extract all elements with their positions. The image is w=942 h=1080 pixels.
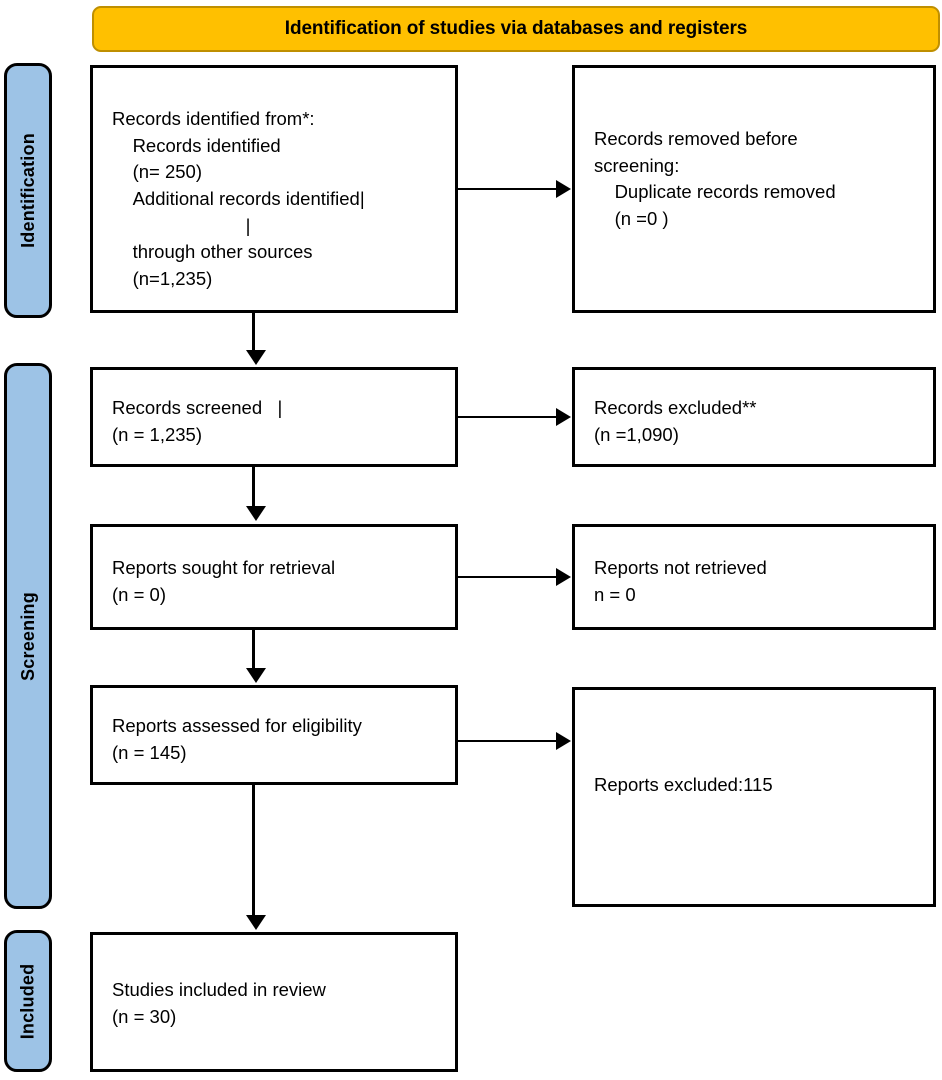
diagram-header-banner: Identification of studies via databases … xyxy=(92,6,940,52)
stage-tab-identification: Identification xyxy=(4,63,52,318)
connector-assessed-to-excluded-reports xyxy=(458,740,558,742)
box-studies-included: Studies included in review (n = 30) xyxy=(90,932,458,1072)
box-reports-not-retrieved: Reports not retrieved n = 0 xyxy=(572,524,936,630)
box-reports-sought-text: Reports sought for retrieval (n = 0) xyxy=(112,557,336,605)
connector-sought-to-not-retrieved xyxy=(458,576,558,578)
arrow-down-icon xyxy=(246,668,266,683)
connector-sought-to-assessed xyxy=(252,630,255,670)
removed-line4: (n =0 ) xyxy=(594,207,669,229)
box-records-screened-text: Records screened | (n = 1,235) xyxy=(112,397,283,445)
stage-tab-screening: Screening xyxy=(4,363,52,909)
arrow-down-icon xyxy=(246,915,266,930)
removed-line3: Duplicate records removed xyxy=(594,181,836,203)
connector-screened-to-excluded xyxy=(458,416,558,418)
box-reports-assessed-text: Reports assessed for eligibility (n = 14… xyxy=(112,715,362,763)
stage-tab-identification-label: Identification xyxy=(17,133,38,248)
box-records-excluded-text: Records excluded** (n =1,090) xyxy=(594,397,757,445)
box-studies-included-text: Studies included in review (n = 30) xyxy=(112,979,326,1027)
stage-tab-screening-label: Screening xyxy=(17,591,38,681)
arrow-right-icon xyxy=(556,732,571,750)
stage-tab-included: Included xyxy=(4,930,52,1072)
box-records-screened: Records screened | (n = 1,235) xyxy=(90,367,458,467)
removed-line2-italic: screening xyxy=(594,154,675,176)
box-reports-not-retrieved-text: Reports not retrieved n = 0 xyxy=(594,557,767,605)
box-records-removed: Records removed before screening: Duplic… xyxy=(572,65,936,313)
box-records-identified-text: Records identified from*: Records identi… xyxy=(112,108,365,289)
box-reports-excluded: Reports excluded:115 xyxy=(572,687,936,907)
box-records-identified: Records identified from*: Records identi… xyxy=(90,65,458,313)
box-records-excluded: Records excluded** (n =1,090) xyxy=(572,367,936,467)
box-records-removed-text: Records removed before screening: Duplic… xyxy=(594,126,923,233)
connector-identified-to-removed xyxy=(458,188,558,190)
arrow-right-icon xyxy=(556,568,571,586)
arrow-down-icon xyxy=(246,506,266,521)
connector-assessed-to-included xyxy=(252,785,255,916)
box-reports-sought: Reports sought for retrieval (n = 0) xyxy=(90,524,458,630)
connector-identified-to-screened xyxy=(252,313,255,355)
arrow-down-icon xyxy=(246,350,266,365)
box-reports-assessed: Reports assessed for eligibility (n = 14… xyxy=(90,685,458,785)
removed-line1-prefix: Records removed xyxy=(594,128,746,149)
removed-line1-italic: before xyxy=(745,128,798,149)
diagram-title: Identification of studies via databases … xyxy=(284,18,748,39)
stage-tab-included-label: Included xyxy=(17,963,38,1039)
connector-screened-to-sought xyxy=(252,467,255,509)
box-reports-excluded-text: Reports excluded:115 xyxy=(594,774,773,795)
arrow-right-icon xyxy=(556,408,571,426)
arrow-right-icon xyxy=(556,180,571,198)
removed-line2-suffix: : xyxy=(674,154,680,176)
